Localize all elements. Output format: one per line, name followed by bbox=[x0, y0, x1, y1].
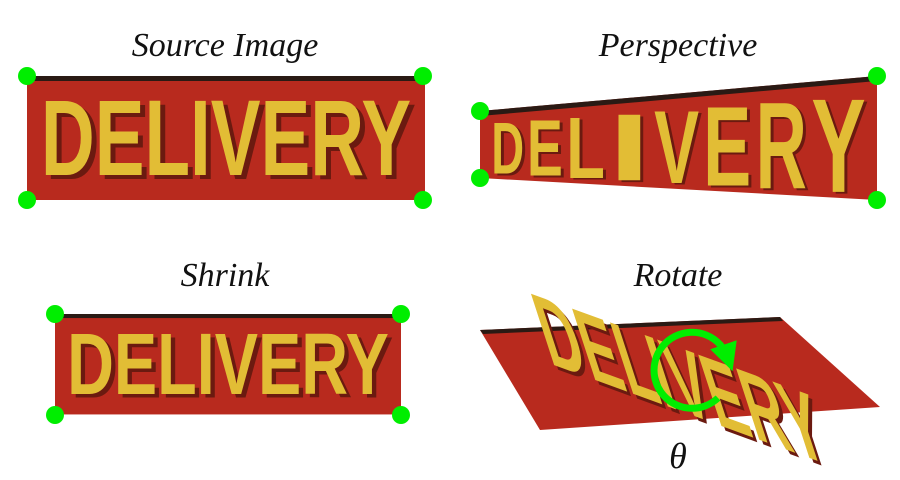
rotation-angle-label: θ bbox=[669, 436, 687, 476]
rotation-arrow-icon bbox=[650, 328, 737, 412]
sign-source bbox=[27, 76, 425, 203]
panel-rotate: Rotate DELIVERY DELIVERY θ bbox=[480, 257, 880, 480]
perspective-letter: E bbox=[527, 104, 563, 193]
corner-markers-perspective bbox=[471, 67, 886, 209]
corner-marker-icon bbox=[46, 406, 64, 424]
perspective-letter: L bbox=[569, 102, 608, 199]
panel-title-perspective: Perspective bbox=[598, 27, 758, 64]
panel-title-source: Source Image bbox=[132, 27, 319, 64]
perspective-letter: Y bbox=[814, 74, 868, 223]
perspective-letter: L bbox=[566, 100, 605, 197]
perspective-letter: R bbox=[756, 78, 807, 216]
panel-title-shrink: Shrink bbox=[181, 257, 271, 294]
perspective-letter: V bbox=[657, 92, 702, 208]
corner-marker-icon bbox=[471, 102, 489, 120]
perspective-letter: D bbox=[494, 110, 527, 191]
corner-markers-shrink bbox=[46, 305, 410, 424]
corner-markers-source bbox=[18, 67, 432, 209]
corner-marker-icon bbox=[414, 191, 432, 209]
corner-marker-icon bbox=[392, 406, 410, 424]
perspective-letter: R bbox=[759, 79, 810, 217]
perspective-letter: Y bbox=[811, 72, 865, 221]
corner-marker-icon bbox=[414, 67, 432, 85]
perspective-letter: I bbox=[608, 95, 650, 201]
corner-marker-icon bbox=[18, 191, 36, 209]
perspective-letter: V bbox=[654, 90, 699, 206]
perspective-letter: I bbox=[611, 97, 653, 203]
corner-marker-icon bbox=[868, 67, 886, 85]
panel-shrink: Shrink bbox=[46, 257, 410, 424]
panel-source: Source Image bbox=[18, 27, 432, 209]
corner-marker-icon bbox=[868, 191, 886, 209]
panel-title-rotate: Rotate bbox=[633, 257, 723, 294]
sign-shrink bbox=[55, 314, 401, 417]
corner-marker-icon bbox=[18, 67, 36, 85]
perspective-letter: E bbox=[530, 105, 566, 194]
corner-marker-icon bbox=[46, 305, 64, 323]
perspective-letter: E bbox=[706, 86, 754, 213]
corner-marker-icon bbox=[392, 305, 410, 323]
perspective-letter: E bbox=[703, 84, 751, 211]
perspective-letter: D bbox=[491, 109, 524, 190]
corner-marker-icon bbox=[471, 169, 489, 187]
